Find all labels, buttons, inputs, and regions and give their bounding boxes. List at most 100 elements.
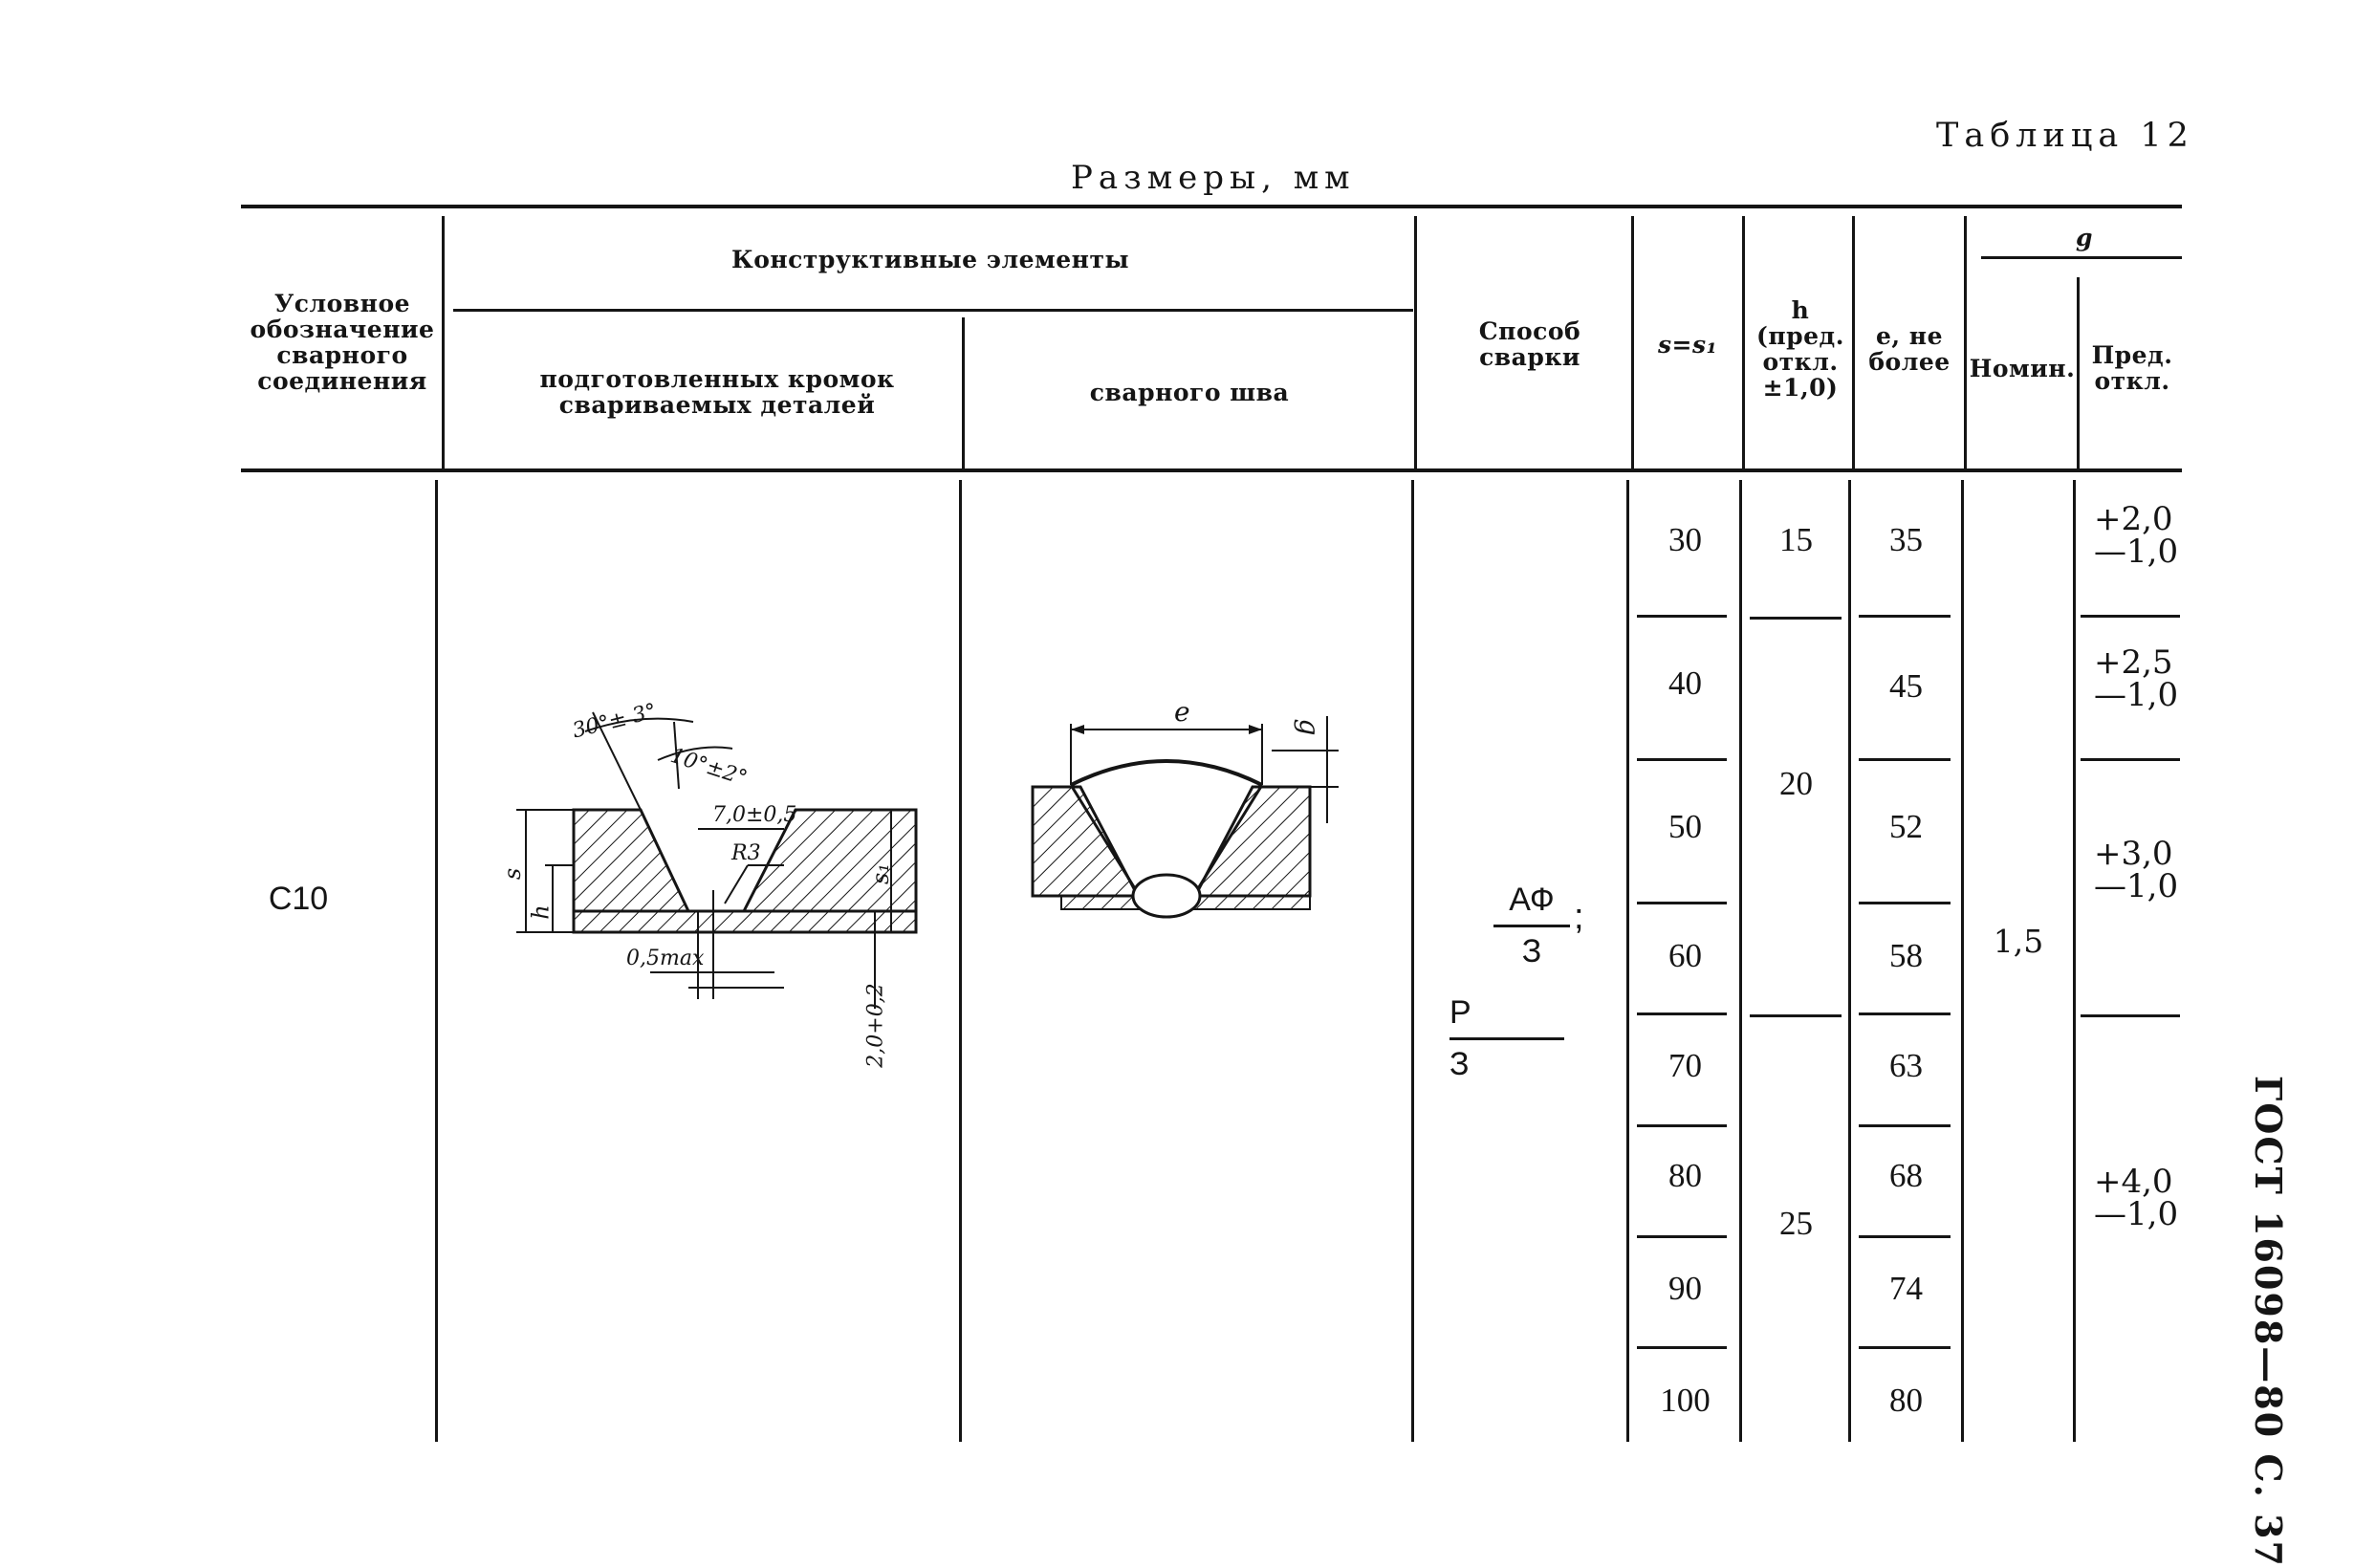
col-rule-5: [1742, 216, 1745, 468]
col-rule-4: [1631, 216, 1634, 468]
col-rule-6: [1852, 216, 1855, 468]
e-value: 35: [1889, 521, 1923, 559]
method-r-numerator: Р: [1449, 994, 1471, 1031]
label-s1: s₁: [866, 863, 894, 884]
method-fraction-r: Р З: [1449, 994, 1564, 1083]
h-value: 20: [1779, 765, 1813, 803]
h-group-rule: [1750, 617, 1842, 620]
e-value: 68: [1889, 1157, 1923, 1195]
e-value: 74: [1889, 1270, 1923, 1308]
body-rule-6: [1848, 480, 1851, 1442]
body-rule-4: [1626, 480, 1629, 1442]
table-caption: Таблица 12: [1936, 117, 2194, 155]
header-method: Способ сварки: [1478, 317, 1581, 371]
e-row-rule: [1859, 758, 1951, 761]
backing-strip: [572, 909, 918, 934]
prepared-edges-drawing: [516, 711, 918, 1009]
header-prepared-edges: подготовленных кромок свариваемых детале…: [539, 365, 895, 419]
g-group-rule: [1981, 256, 2182, 259]
method-af-numerator: АФ: [1509, 882, 1555, 918]
header-g-nominal: Номин.: [1969, 354, 2076, 382]
col-rule-1: [442, 216, 445, 468]
col-rule-7: [1964, 216, 1967, 468]
header-constructive: Конструктивные элементы: [730, 245, 1130, 273]
col-rule-3: [1414, 216, 1417, 468]
method-r-bar: [1449, 1037, 1564, 1040]
label-s: s: [499, 867, 527, 881]
s-value: 100: [1660, 1382, 1711, 1420]
col-rule-8: [2077, 277, 2080, 468]
s-row-rule: [1637, 615, 1727, 618]
running-head: ГОСТ 16098—80 С. 37: [2247, 1076, 2290, 1568]
header-h: h (пред. откл. ±1,0): [1756, 296, 1844, 402]
h-value: 25: [1779, 1205, 1813, 1243]
header-e: e, не более: [1868, 322, 1951, 376]
s-value: 60: [1668, 937, 1702, 975]
g-tolerance: +2,5 —1,0: [2094, 646, 2178, 711]
s-value: 30: [1668, 521, 1702, 559]
table-top-rule: [241, 205, 2182, 208]
label-g: g: [1293, 718, 1325, 736]
g-tolerance: +2,0 —1,0: [2094, 503, 2178, 568]
g-tolerance: +3,0 —1,0: [2094, 838, 2178, 903]
constructive-subrule: [453, 309, 1413, 312]
e-value: 58: [1889, 937, 1923, 975]
s-row-rule: [1637, 1124, 1727, 1127]
body-rule-8: [2073, 480, 2076, 1442]
g-tol-plus: +2,5: [2094, 643, 2173, 682]
header-weld-seam: сварного шва: [1089, 378, 1290, 406]
g-tol-rule: [2081, 1014, 2180, 1017]
s-value: 40: [1668, 664, 1702, 703]
body-rule-5: [1739, 480, 1742, 1442]
e-row-rule: [1859, 1235, 1951, 1238]
g-tol-minus: —1,0: [2094, 533, 2179, 571]
method-fraction-af: АФ З: [1493, 882, 1570, 970]
method-af-denominator: З: [1521, 933, 1542, 969]
g-tol-rule: [2081, 615, 2180, 618]
h-value: 15: [1779, 521, 1813, 559]
s-row-rule: [1637, 758, 1727, 761]
g-tol-plus: +3,0: [2094, 835, 2173, 873]
weld-seam-drawing: [1031, 716, 1339, 919]
body-rule-2: [959, 480, 962, 1442]
header-designation: Условное обозначение сварного соединения: [250, 290, 435, 395]
g-tol-minus: —1,0: [2094, 867, 2179, 905]
units-line: Размеры, мм: [1071, 159, 1356, 197]
left-plate: [572, 808, 691, 913]
header-g-tolerance: Пред. откл.: [2091, 341, 2173, 395]
e-row-rule: [1859, 615, 1951, 618]
method-r-denominator: З: [1449, 1046, 1470, 1082]
label-gap: 7,0±0,5: [712, 803, 797, 827]
s-value: 50: [1668, 808, 1702, 846]
s-value: 70: [1668, 1047, 1702, 1085]
body-rule-7: [1961, 480, 1964, 1442]
body-rule-3: [1411, 480, 1414, 1442]
e-row-rule: [1859, 1013, 1951, 1015]
s-row-rule: [1637, 1235, 1727, 1238]
label-radius: R3: [731, 841, 761, 865]
seam-left-plate: [1031, 785, 1141, 898]
label-root-step: 0,5max: [626, 947, 705, 970]
header-s-s1: s=s₁: [1657, 330, 1718, 359]
label-e: e: [1174, 696, 1190, 728]
header-g-group: g: [2076, 223, 2093, 251]
s-row-rule: [1637, 1346, 1727, 1349]
s-row-rule: [1637, 1013, 1727, 1015]
col-rule-2: [962, 317, 965, 468]
s-value: 80: [1668, 1157, 1702, 1195]
g-tol-plus: +2,0: [2094, 500, 2173, 538]
e-value: 80: [1889, 1382, 1923, 1420]
weld-root-bead: [1131, 873, 1202, 919]
body-rule-1: [435, 480, 438, 1442]
label-h: h: [527, 904, 555, 920]
weld-reinforcement: [1070, 759, 1263, 787]
g-tol-minus: —1,0: [2094, 1195, 2179, 1233]
e-value: 52: [1889, 808, 1923, 846]
method-af-bar: [1493, 925, 1570, 927]
method-separator: ;: [1574, 897, 1584, 937]
e-row-rule: [1859, 902, 1951, 904]
g-tol-rule: [2081, 758, 2180, 761]
g-nominal-value: 1,5: [1993, 923, 2044, 961]
e-value: 45: [1889, 667, 1923, 706]
g-tolerance: +4,0 —1,0: [2094, 1165, 2178, 1230]
